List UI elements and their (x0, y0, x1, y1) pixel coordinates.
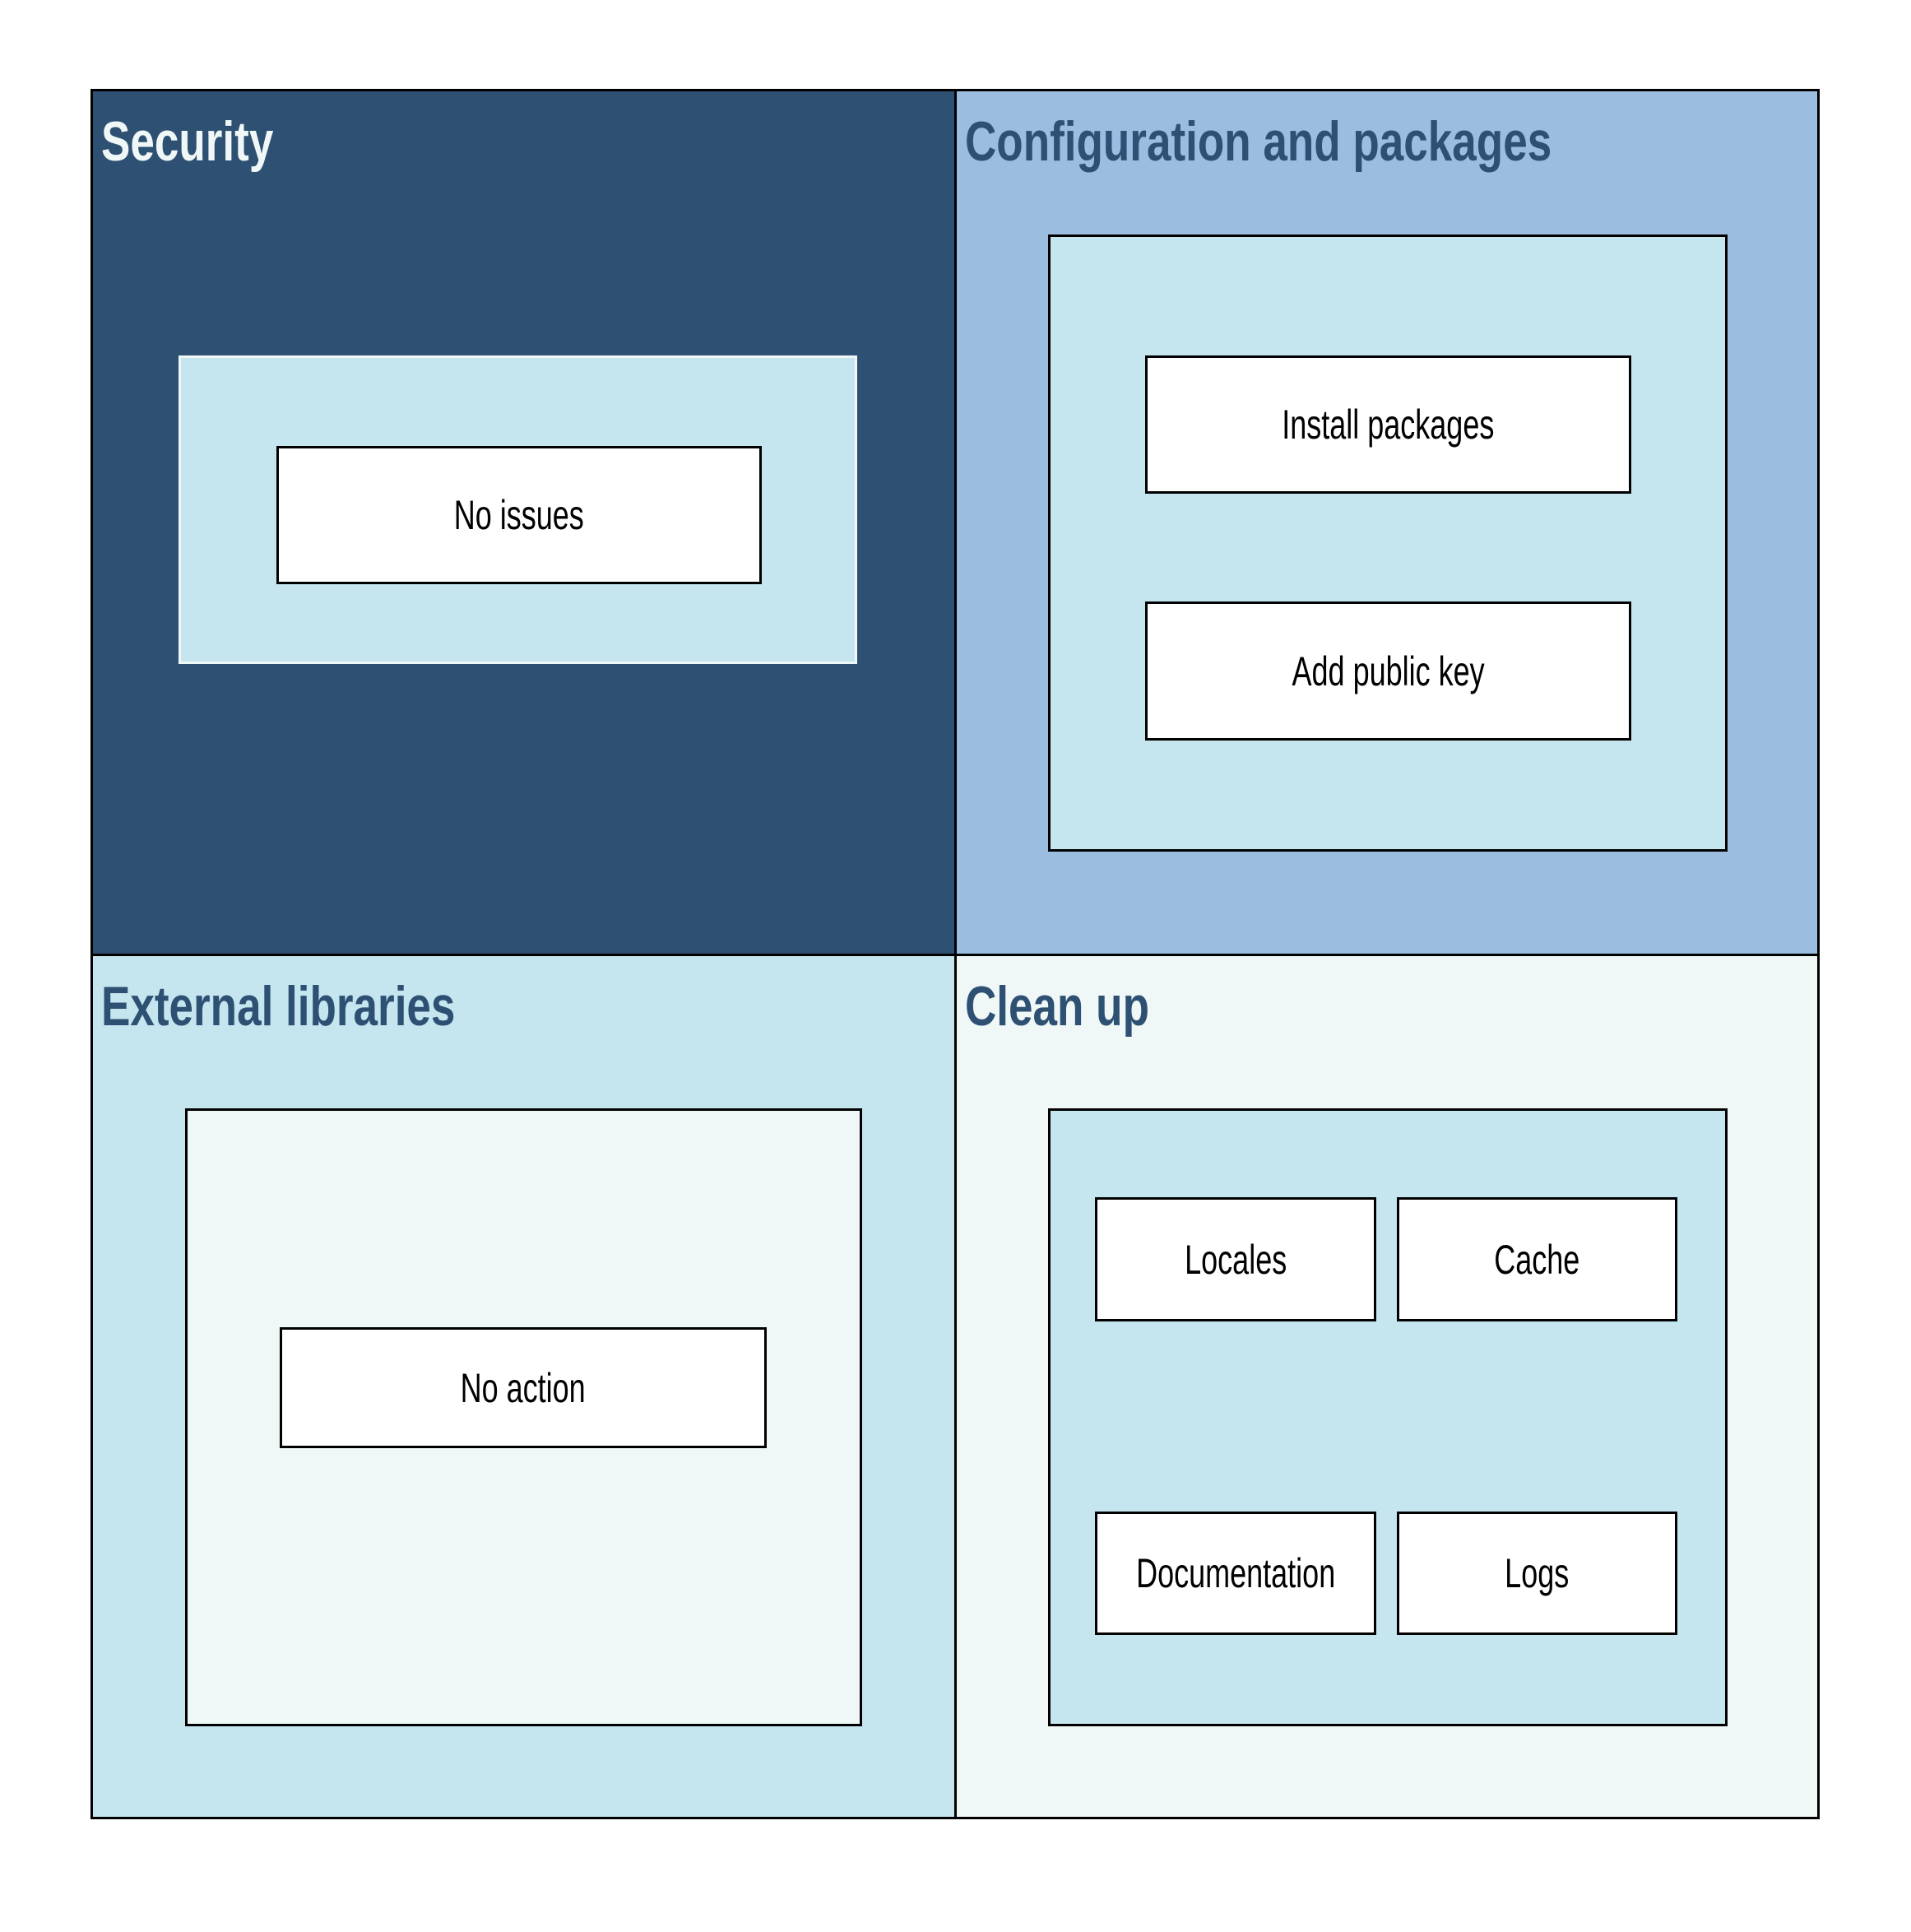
node-documentation: Documentation (1095, 1512, 1376, 1635)
node-install-packages: Install packages (1145, 355, 1631, 494)
quadrant-title: Configuration and packages (965, 110, 1552, 173)
node-label: Locales (1184, 1236, 1287, 1283)
node-label: Cache (1494, 1236, 1580, 1283)
node-no-issues: No issues (276, 446, 762, 584)
node-label: Logs (1505, 1550, 1570, 1596)
configuration-group (1048, 235, 1728, 852)
node-logs: Logs (1397, 1512, 1677, 1635)
node-add-public-key: Add public key (1145, 601, 1631, 741)
node-locales: Locales (1095, 1197, 1376, 1321)
node-label: No issues (453, 492, 585, 538)
node-cache: Cache (1397, 1197, 1677, 1321)
quadrant-title: Security (101, 110, 274, 173)
node-label: Install packages (1282, 402, 1495, 448)
node-label: Documentation (1135, 1550, 1336, 1596)
node-no-action: No action (280, 1327, 767, 1448)
node-label: Add public key (1292, 648, 1485, 694)
quadrant-title: Clean up (965, 975, 1149, 1038)
node-label: No action (460, 1364, 587, 1411)
quadrant-title: External libraries (101, 975, 456, 1038)
